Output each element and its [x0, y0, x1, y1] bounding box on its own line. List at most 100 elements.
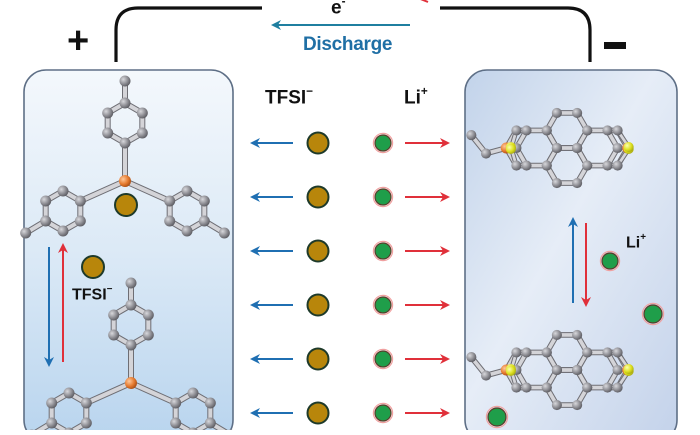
- bound-lithium-cation-bottom: [487, 407, 507, 427]
- cathode-tfsi-anion: [81, 255, 105, 279]
- positive-terminal-label: +: [67, 20, 90, 62]
- cathode-panel: [23, 69, 234, 435]
- tfsi-anion: [306, 293, 330, 317]
- carbon-atom: [119, 75, 131, 87]
- lithium-cation: [374, 242, 392, 260]
- tfsi-anion: [306, 239, 330, 263]
- carbon-atom: [125, 299, 137, 311]
- carbon-atom: [198, 195, 210, 207]
- molecule-layer: [20, 75, 634, 435]
- carbon-atom: [164, 195, 176, 207]
- carbon-atom: [74, 195, 86, 207]
- carbon-atom: [541, 125, 552, 136]
- carbon-atom: [204, 417, 216, 429]
- carbon-atom: [136, 107, 148, 119]
- perylene-molecule-top: [466, 107, 634, 189]
- carbon-atom: [521, 160, 532, 171]
- carbon-atom: [466, 352, 477, 363]
- lithium-cation-halo: [372, 240, 394, 262]
- carbon-atom: [164, 215, 176, 227]
- carbon-atom: [40, 195, 52, 207]
- cathode-ion-label: TFSI−: [72, 284, 113, 304]
- bound-lithium-cation-top-halo: [641, 302, 665, 326]
- carbon-atom: [108, 329, 120, 341]
- tfsi-anion: [306, 401, 330, 425]
- anode-lithium-cation-halo: [599, 250, 621, 272]
- tfsi-header-text: TFSI: [265, 87, 307, 109]
- carbon-atom: [551, 329, 562, 341]
- carbon-atom: [572, 329, 583, 341]
- carbon-atom: [480, 370, 492, 381]
- anode-ion-charge: +: [640, 232, 647, 243]
- carbon-atom: [551, 364, 562, 376]
- bond-highlight: [78, 179, 127, 203]
- negative-terminal-label: [604, 42, 626, 49]
- carbon-atom: [142, 329, 154, 341]
- carbon-atom: [582, 125, 593, 136]
- carbon-atom: [204, 397, 216, 409]
- carbon-atom: [612, 382, 623, 393]
- carbon-atom: [572, 364, 583, 376]
- nitrogen-atom: [119, 175, 131, 187]
- carbon-atom: [582, 382, 593, 393]
- carbon-atom: [466, 130, 477, 141]
- external-circuit: [114, 0, 592, 62]
- wire-left: [114, 6, 262, 62]
- carbon-atom: [572, 399, 583, 411]
- li-header-text: Li: [404, 87, 421, 109]
- carbon-atom: [40, 215, 52, 227]
- electron-charge: -: [341, 0, 346, 8]
- carbon-atom: [541, 382, 552, 393]
- charge-arrow-fragment: [420, 0, 429, 3]
- lithium-cation: [374, 134, 392, 152]
- carbon-atom: [602, 347, 613, 358]
- cathode-ion-text: TFSI: [72, 286, 107, 304]
- carbon-atom: [57, 225, 69, 237]
- li-header-charge: +: [420, 85, 428, 98]
- carbon-atom: [572, 107, 583, 119]
- carbon-atom: [582, 347, 593, 358]
- carbon-atom: [136, 127, 148, 139]
- lithium-cation: [374, 296, 392, 314]
- carbon-atom: [551, 399, 562, 411]
- lithium-cation: [374, 188, 392, 206]
- oxygen-atom: [505, 143, 516, 154]
- carbon-atom: [187, 387, 199, 399]
- tfsi-anion: [306, 131, 330, 155]
- bound-lithium-cation-top: [643, 304, 663, 324]
- carbon-atom: [170, 417, 182, 429]
- carbon-atom: [170, 397, 182, 409]
- carbon-atom: [125, 339, 137, 351]
- bond-highlight: [84, 381, 133, 405]
- triarylamine-molecule-top: [20, 75, 230, 239]
- anode-lithium-cation: [601, 252, 619, 270]
- discharge-label: Discharge: [303, 34, 393, 55]
- tfsi-anion: [306, 185, 330, 209]
- carbon-atom: [521, 125, 532, 136]
- lithium-cation-halo: [372, 186, 394, 208]
- carbon-atom: [541, 160, 552, 171]
- carbon-atom: [612, 347, 623, 358]
- oxygen-atom: [505, 365, 516, 376]
- ion-flow-layer: [44, 131, 665, 429]
- lithium-cation: [374, 404, 392, 422]
- bond-highlight: [129, 381, 178, 405]
- carbon-atom: [119, 97, 131, 109]
- cathode-ion-charge: −: [106, 284, 113, 295]
- carbon-atom: [57, 185, 69, 197]
- carbon-atom: [63, 387, 75, 399]
- carbon-atom: [572, 177, 583, 189]
- carbon-atom: [74, 215, 86, 227]
- carbon-atom: [181, 225, 193, 237]
- oxygen-atom: [623, 141, 634, 153]
- carbon-atom: [582, 160, 593, 171]
- carbon-atom: [20, 227, 32, 239]
- lithium-cation: [374, 350, 392, 368]
- wire-right: [440, 6, 592, 62]
- carbon-atom: [602, 382, 613, 393]
- carbon-atom: [521, 347, 532, 358]
- carbon-atom: [572, 142, 583, 154]
- lithium-cation-halo: [372, 402, 394, 424]
- bond-highlight: [123, 179, 172, 203]
